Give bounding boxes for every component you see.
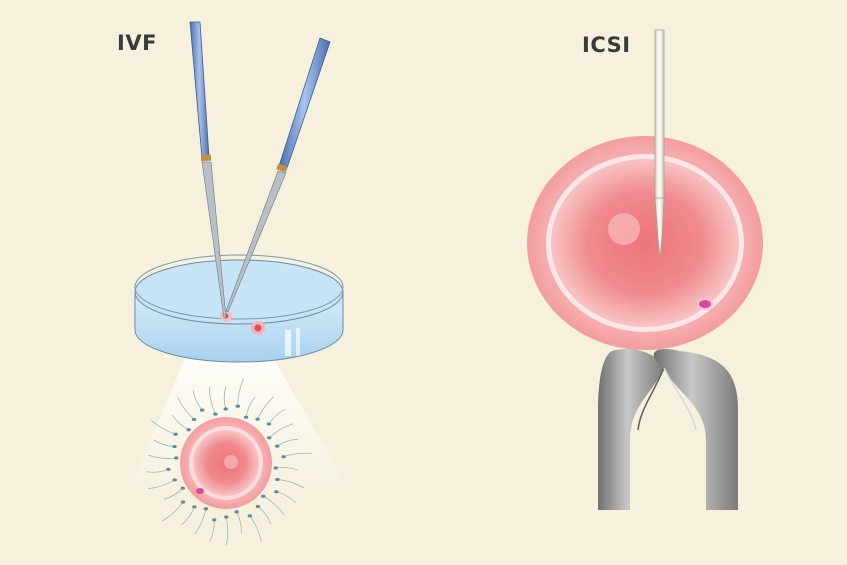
sperm-head [172,478,177,482]
sperm-tail [223,386,227,410]
sperm-head [247,514,253,518]
sperm-head [180,500,186,504]
sperm-head [234,510,239,514]
sperm-head [274,490,279,494]
sperm-head [191,417,197,422]
sperm-head [273,466,278,470]
sperm-tail [162,501,184,522]
sperm-tail [283,452,312,458]
sperm-tail [277,479,305,489]
sperm-head [243,415,249,419]
sperm-head [172,444,177,449]
sperm-tail [181,506,195,526]
sperm-tail [163,487,184,500]
sperm-head [255,417,260,421]
sperm-tail [268,408,286,425]
sperm-head [235,404,240,408]
petri-dish [134,254,344,363]
sperm-head [275,477,280,482]
sperm-head [223,407,228,411]
pipette-right [225,37,331,313]
ivf-egg-cell [146,378,312,546]
sperm-head [180,486,186,490]
sperm-tail [148,479,175,490]
sperm-tail [237,378,244,407]
sperm-head [174,456,179,460]
pipette-left [189,21,227,319]
sperm-tail [268,423,294,439]
sperm-tail [245,396,256,418]
sperm-tail [257,506,272,525]
sperm-tail [209,519,215,542]
sperm-tail [236,511,242,534]
sperm-head [192,505,197,509]
sperm-head [166,467,171,471]
sperm-tail [151,420,176,435]
icsi-egg-cell [527,136,763,350]
sperm-head [266,422,272,426]
sperm-tail [177,396,195,420]
sperm-head [275,444,280,448]
sperm-cells [146,378,312,546]
sperm-head [186,428,191,432]
sperm-head [199,408,205,412]
sperm-tail [209,386,216,415]
sperm-head [255,504,261,509]
sperm-tail [225,516,229,546]
sperm-head [213,412,218,416]
sperm-tail [263,495,285,516]
sperm-head [281,455,286,459]
sperm-head [173,432,178,436]
sperm-head [261,494,266,498]
sperm-head [224,515,229,519]
sperm-head [212,518,217,522]
sperm-tail [249,515,262,542]
sperm-tail [148,454,177,459]
icsi-label: ICSI [582,33,631,57]
sperm-tail [192,390,203,411]
injection-needle [654,29,665,259]
sperm-head [266,436,272,440]
sperm-tail [194,508,207,535]
sperm-tail [257,396,275,420]
sperm-head [203,507,209,511]
ivf-label: IVF [117,31,157,55]
holding-pipette [598,349,738,510]
